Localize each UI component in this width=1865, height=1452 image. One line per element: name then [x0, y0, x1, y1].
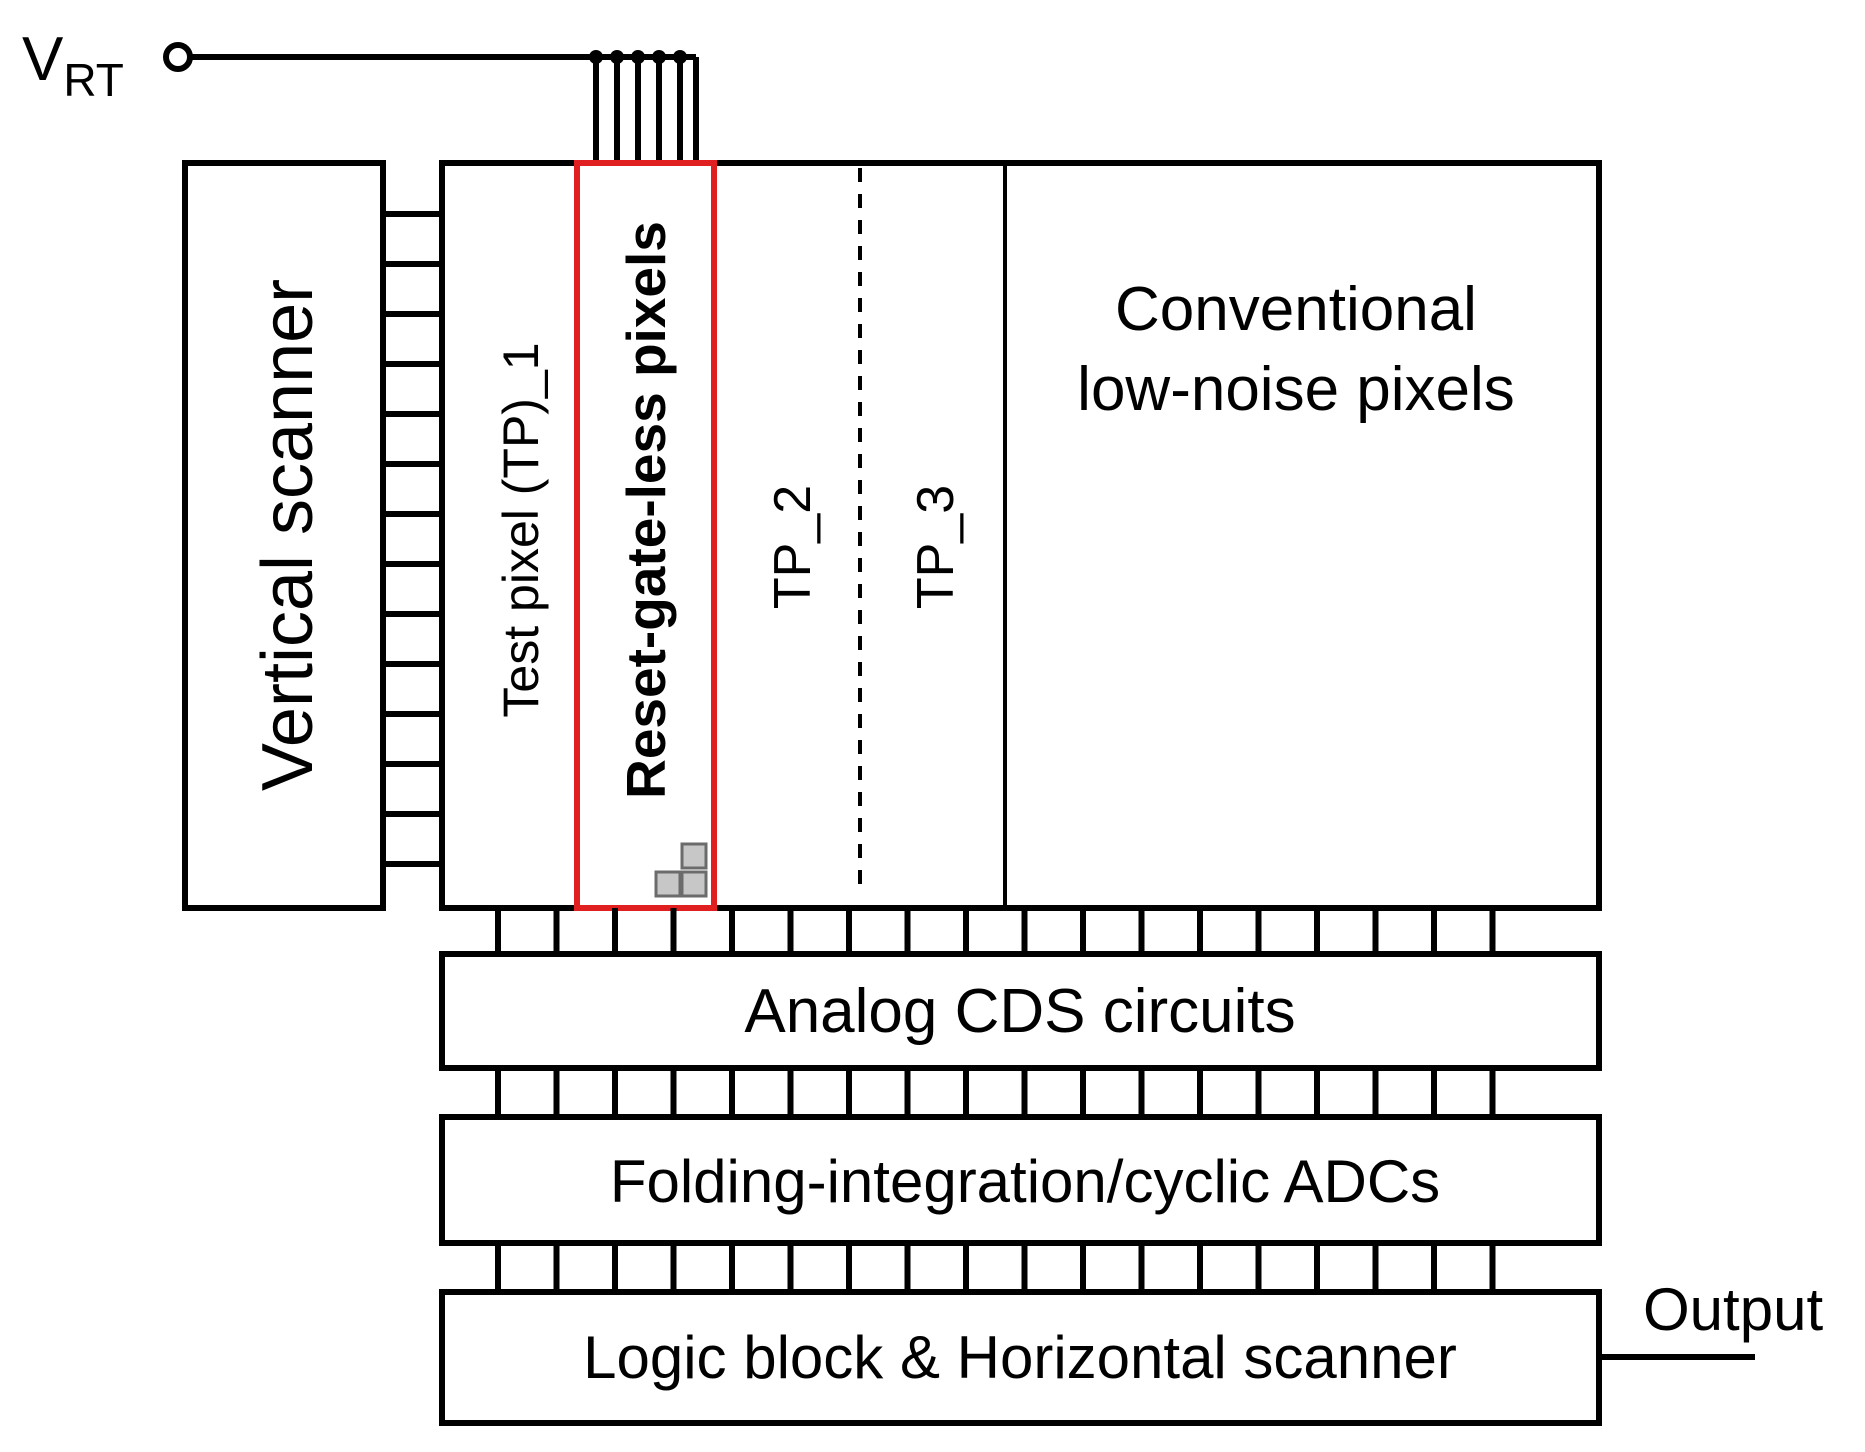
adc-block: Folding-integration/cyclic ADCs [439, 1114, 1602, 1246]
adc-label: Folding-integration/cyclic ADCs [610, 1148, 1440, 1215]
reset-gate-less-highlight-box [574, 160, 717, 911]
vrt-label: VRT [22, 25, 124, 106]
vrt-node-circle [163, 42, 193, 72]
vrt-label-sub: RT [63, 54, 124, 106]
vrt-label-main: V [22, 25, 64, 94]
cds-block: Analog CDS circuits [439, 951, 1602, 1071]
vertical-scanner-box [182, 160, 386, 911]
test-pixel-1-label: Test pixel (TP)_1 [493, 342, 549, 717]
conventional-label-line2: low-noise pixels [1077, 355, 1515, 424]
logic-box [439, 1289, 1602, 1426]
column-lines-cds-to-adc [495, 1068, 1496, 1117]
cds-label: Analog CDS circuits [744, 977, 1295, 1046]
tp-2-label: TP_2 [764, 485, 822, 609]
output-label: Output [1643, 1276, 1823, 1343]
conventional-label-line1: Conventional [1115, 275, 1477, 344]
reset-gate-less-label: Reset-gate-less pixels [615, 221, 677, 799]
vertical-scanner-label: Vertical scanner [248, 279, 328, 791]
reset-gate-less-column: Reset-gate-less pixels [574, 160, 717, 911]
row-lines [383, 211, 442, 867]
pixel-array: Test pixel (TP)_1 TP_2 TP_3 Conventional… [439, 160, 1602, 911]
logic-label: Logic block & Horizontal scanner [583, 1324, 1457, 1391]
adc-box [439, 1114, 1602, 1246]
pixel-squares-icon [654, 842, 708, 898]
output-terminal: Output [1599, 1276, 1823, 1360]
column-lines-adc-to-logic [495, 1243, 1496, 1292]
cds-box [439, 951, 1602, 1071]
vertical-scanner: Vertical scanner [182, 160, 386, 911]
vrt-wires [593, 57, 699, 162]
vrt-junction-dots [589, 50, 687, 64]
column-lines-array-to-cds [495, 908, 1496, 954]
logic-block: Logic block & Horizontal scanner [439, 1289, 1602, 1426]
tp-3-label: TP_3 [907, 485, 965, 609]
pixel-array-box [439, 160, 1602, 911]
